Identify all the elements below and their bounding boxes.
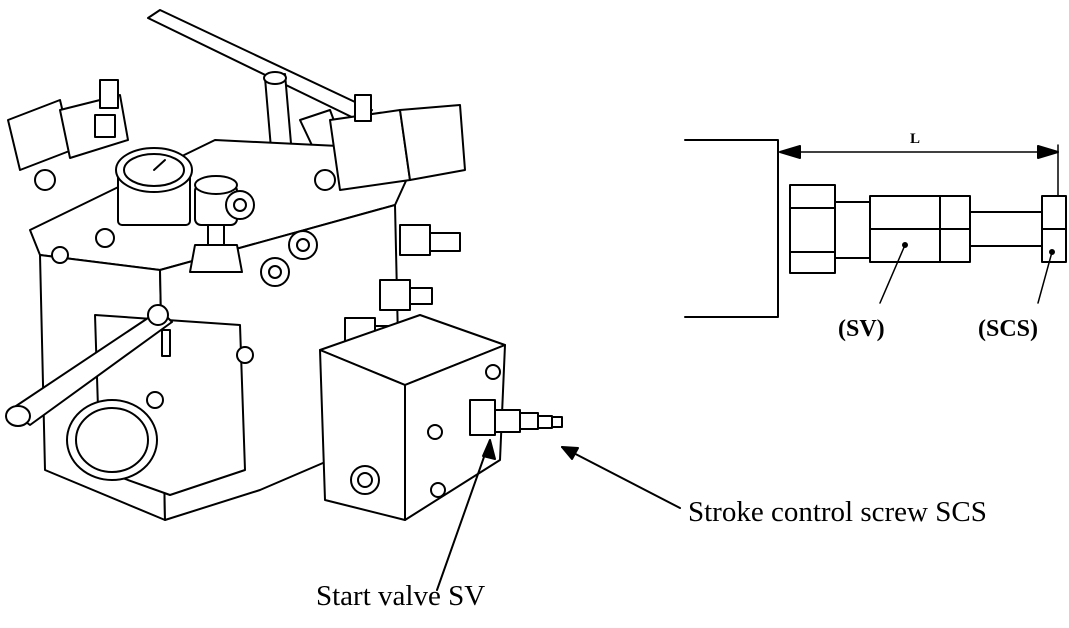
scs-head [1041,195,1067,263]
scs-label: (SCS) [978,316,1039,342]
valve-block [5,9,681,591]
sv-body [869,195,941,263]
pressure-gauge [115,147,193,226]
stroke-screw-leader [561,446,681,509]
wrench-lever [5,304,173,427]
dim-arrow-left [779,145,801,159]
start-valve-fitting [469,399,563,436]
start-valve-label: Start valve SV [316,580,486,612]
start-valve-arrowhead [482,439,496,460]
dim-arrow-right [1037,145,1059,159]
screw-shaft [969,211,1043,247]
lock-nut [939,195,971,263]
dimension-label-l: L [910,131,921,147]
sv-leader [879,244,906,304]
left-solenoid [7,79,129,191]
stroke-schematic [684,139,1067,318]
mounting-plate [684,139,779,318]
stroke-control-screw-label: Stroke control screw SCS [688,496,987,528]
adjust-knob [189,175,243,273]
right-solenoid [329,94,466,191]
top-plugs [51,169,336,287]
valve-body-front [319,314,506,521]
sv-nut [789,184,871,274]
start-valve-leader [436,439,491,591]
lower-left-housing [66,314,254,496]
sv-label: (SV) [838,316,885,342]
scs-leader [1037,251,1053,304]
stroke-screw-arrowhead [561,446,579,460]
